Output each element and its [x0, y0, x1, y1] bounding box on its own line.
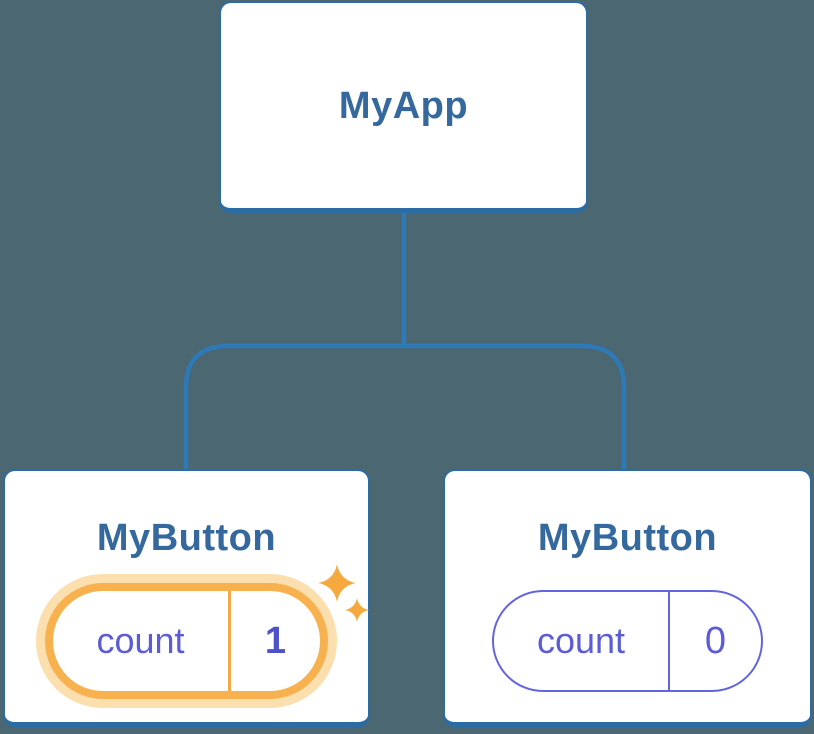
component-node-root: MyApp — [219, 1, 588, 213]
sparkles-icon — [318, 564, 356, 602]
component-node-button-1: MyButton count 1 — [3, 469, 370, 727]
component-node-button-2: MyButton count 0 — [443, 469, 812, 727]
state-value: 1 — [264, 619, 287, 662]
sparkle-small-icon — [345, 598, 369, 622]
state-key-cell: count — [53, 591, 231, 691]
state-pill-plain: count 0 — [492, 590, 763, 692]
state-key-label: count — [536, 620, 626, 661]
component-label: MyButton — [96, 517, 277, 559]
state-value: 0 — [704, 619, 727, 662]
state-value-cell: 1 — [231, 591, 320, 691]
component-label: MyApp — [338, 84, 469, 127]
state-pill-highlighted: count 1 — [45, 583, 328, 699]
state-key-cell: count — [494, 592, 670, 690]
state-value-cell: 0 — [670, 592, 761, 690]
component-label: MyButton — [537, 517, 718, 559]
state-key-label: count — [96, 620, 185, 661]
